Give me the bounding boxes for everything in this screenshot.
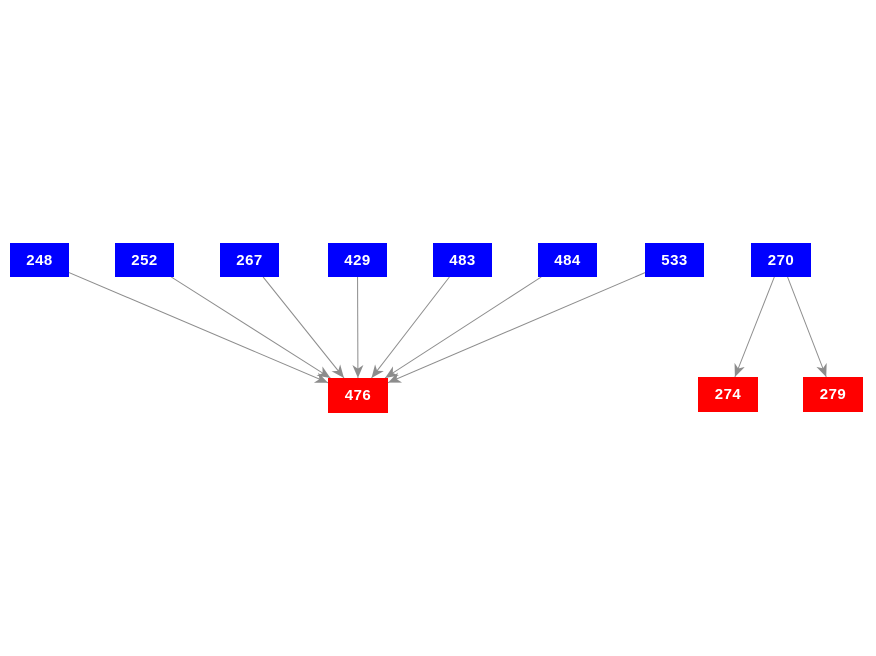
graph-node-279[interactable]: 279	[803, 377, 863, 412]
node-label: 533	[661, 251, 688, 269]
graph-node-248[interactable]: 248	[10, 243, 69, 277]
graph-node-533[interactable]: 533	[645, 243, 704, 277]
graph-node-483[interactable]: 483	[433, 243, 492, 277]
graph-edge-533-476	[387, 272, 646, 384]
graph-node-270[interactable]: 270	[751, 243, 811, 277]
graph-node-429[interactable]: 429	[328, 243, 387, 277]
graph-node-484[interactable]: 484	[538, 243, 597, 277]
edge-group	[68, 272, 827, 384]
node-label: 267	[236, 251, 263, 269]
node-label: 248	[26, 251, 53, 269]
node-label: 252	[131, 251, 158, 269]
graph-edge-483-476	[371, 276, 450, 379]
graph-node-252[interactable]: 252	[115, 243, 174, 277]
node-label: 483	[449, 251, 476, 269]
node-label: 429	[344, 251, 371, 269]
node-label: 484	[554, 251, 581, 269]
graph-node-476[interactable]: 476	[328, 378, 388, 413]
graph-node-267[interactable]: 267	[220, 243, 279, 277]
graph-edge-267-476	[262, 276, 345, 379]
graph-edge-270-279	[787, 276, 827, 378]
node-label: 274	[714, 386, 742, 403]
node-label: 270	[767, 251, 795, 269]
node-label: 279	[819, 386, 847, 403]
graph-node-274[interactable]: 274	[698, 377, 758, 412]
graph-edge-484-476	[384, 276, 542, 379]
graph-edge-252-476	[171, 276, 331, 379]
graph-edge-270-274	[734, 276, 775, 378]
graph-edge-248-476	[68, 272, 329, 384]
node-label: 476	[344, 387, 372, 404]
